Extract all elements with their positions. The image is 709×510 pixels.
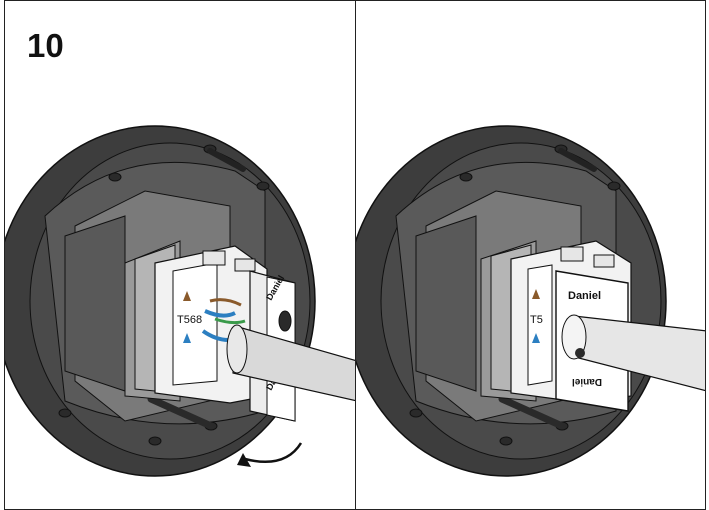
- step-number: 10: [27, 27, 64, 64]
- network-cable: [226, 324, 355, 402]
- blue-marker-icon: [532, 333, 540, 343]
- jack-code-label: T568: [177, 314, 202, 326]
- blue-marker-icon: [183, 333, 191, 343]
- brown-marker-icon: [183, 291, 191, 301]
- wall-box-assembly-closed-illustration: T5 Daniel Daniel A: [356, 125, 705, 477]
- brand-logo-top: Daniel: [568, 290, 601, 302]
- step-panel-before: 10: [4, 0, 356, 510]
- step-panel-after: T5 Daniel Daniel A: [355, 0, 706, 510]
- brand-logo-bottom: Daniel: [572, 376, 602, 387]
- wall-box-assembly-illustration: T568 Daniel Daniel: [5, 125, 355, 477]
- brown-marker-icon: [532, 289, 540, 299]
- jack-code-label: T5: [530, 314, 543, 326]
- network-cable: [561, 314, 705, 392]
- rotate-arrow-icon: [237, 442, 303, 467]
